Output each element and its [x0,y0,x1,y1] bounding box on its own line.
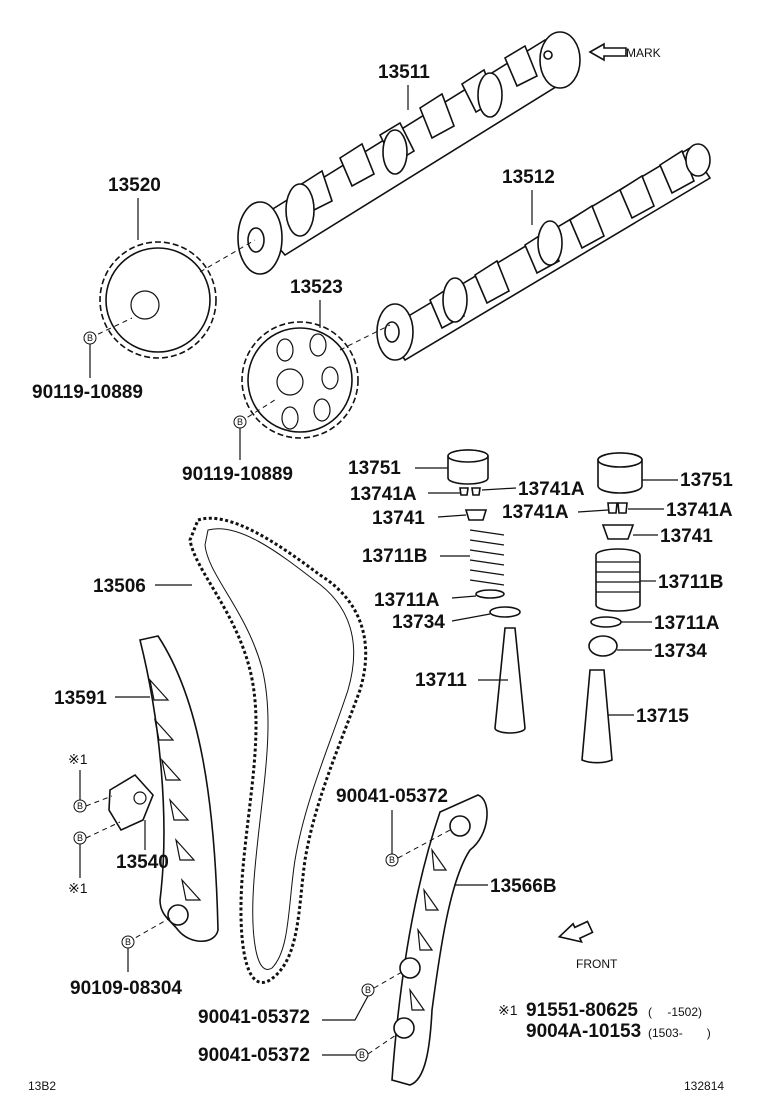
leader-bolt-guide-mid [322,995,369,1021]
label-13520: 13520 [108,175,161,196]
label-90041-05372-top: 90041-05372 [336,786,448,807]
label-13506: 13506 [93,576,146,597]
label-13751-right: 13751 [680,470,733,491]
bolt-guide-bottom-symbol-text: B [359,1050,365,1060]
footnote-line1-part: 91551-80625 [526,1000,638,1021]
label-13512: 13512 [502,167,555,188]
bolt-guide-mid-symbol-text: B [365,985,371,995]
label-13741A-left-b: 13741A [518,479,585,500]
sprocket-intake-axis [199,239,256,273]
front-arrow-icon [557,920,594,944]
label-13711: 13711 [415,670,467,691]
label-13540: 13540 [116,852,169,873]
label-13711B-right: 13711B [658,572,724,593]
tensioner-bolt-bottom-axis [85,821,121,839]
timing-chain [188,516,368,984]
leader-13711A-left [451,595,477,599]
page-code-left: 13B2 [28,1079,56,1093]
mark-arrow [588,42,627,62]
label-13741-left: 13741 [372,508,425,529]
tensioner-bolt-top-symbol-text: B [77,801,83,811]
tensioner-bolt-top-axis [85,795,113,807]
label-13734-left: 13734 [392,612,445,633]
footnote-line2-range: (1503- ) [648,1026,711,1040]
bolt-1-axis [89,317,133,339]
leader-13734-left [451,613,491,622]
page-code-right: 132814 [684,1079,724,1093]
footnote-line1-range: ( -1502) [648,1005,702,1019]
chain-guide [391,794,488,1086]
sprocket-exhaust-axis [339,324,391,351]
label-90119-10889-b: 90119-10889 [182,464,293,485]
label-13741-right: 13741 [660,526,713,547]
sprocket-exhaust [241,321,359,439]
front-label: FRONT [576,957,618,971]
label-90109-08304: 90109-08304 [70,978,182,999]
label-13711B-left: 13711B [362,546,428,567]
label-13715: 13715 [636,706,689,727]
bolt-2-symbol-text: B [237,417,243,427]
mark-label: MARK [626,46,661,60]
bolt-guide-bottom-axis [367,1034,397,1055]
bolt-guide-top-symbol [385,853,399,867]
footnote-symbol: ※1 [498,1002,518,1018]
label-13741A-right-b: 13741A [666,500,733,521]
bolt-slipper-symbol-text: B [125,937,131,947]
label-13511: 13511 [378,62,430,83]
valve-stack-left [447,449,526,734]
valve-stack-right [581,452,643,764]
bolt-guide-top-axis [397,829,451,859]
label-90041-05372-bottom: 90041-05372 [198,1045,310,1066]
label-13734-right: 13734 [654,641,707,662]
label-note-tensioner-top: ※1 [68,751,88,767]
slipper-guide [139,635,219,943]
label-13741A-right-a: 13741A [502,502,569,523]
bolt-guide-top-symbol-text: B [389,855,395,865]
camshaft-exhaust [376,143,712,362]
label-13711A-left: 13711A [374,590,440,611]
bolt-slipper-axis [127,917,171,943]
leader-13741A-right-a [577,509,609,513]
sprocket-intake [99,241,217,359]
bolt-2-axis [239,397,279,423]
label-90041-05372-mid: 90041-05372 [198,1007,310,1028]
tensioner-bolt-bottom-symbol-text: B [77,833,83,843]
tensioner [108,773,154,850]
label-13591: 13591 [54,688,107,709]
label-90119-10889-a: 90119-10889 [32,382,143,403]
label-note-tensioner-bottom: ※1 [68,880,88,896]
label-13566B: 13566B [490,876,557,897]
footnote-line2-part: 9004A-10153 [526,1021,641,1042]
label-13711A-right: 13711A [654,613,720,634]
bolt-guide-mid-axis [373,971,403,989]
camshaft-intake [237,31,581,275]
label-13741A-left-a: 13741A [350,484,417,505]
label-13751-left: 13751 [348,458,401,479]
leader-13741A-left-b [481,487,517,491]
label-13523: 13523 [290,277,343,298]
bolt-1-symbol-text: B [87,333,93,343]
leader-13741-left [437,514,467,518]
